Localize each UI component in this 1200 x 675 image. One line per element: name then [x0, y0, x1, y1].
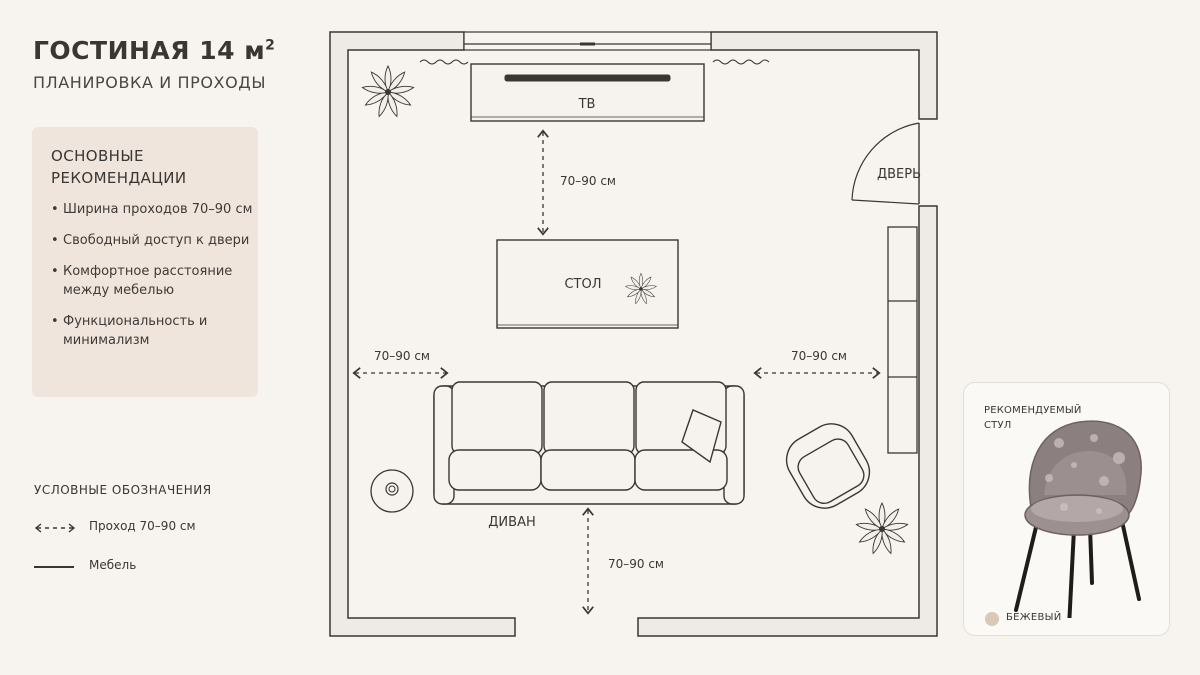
legend-title: УСЛОВНЫЕ ОБОЗНАЧЕНИЯ: [34, 483, 212, 497]
table-label: СТОЛ: [564, 277, 601, 292]
dim-label-tv-table: 70–90 см: [560, 174, 616, 188]
window: [419, 31, 770, 65]
color-name-label: БЕЖЕВЫЙ: [1006, 612, 1062, 623]
page-subtitle: ПЛАНИРОВКА И ПРОХОДЫ: [33, 73, 267, 92]
solid-line-icon: [34, 566, 74, 568]
dim-label-left: 70–90 см: [374, 349, 430, 363]
armchair: [785, 423, 871, 509]
recommendation-item: Комфортное расстояние между мебелью: [51, 262, 258, 300]
walls: [329, 31, 938, 637]
title-superscript: 2: [265, 37, 276, 54]
door: [851, 122, 920, 205]
tv-label: ТВ: [578, 97, 596, 112]
recommendation-item: Ширина проходов 70–90 см: [51, 200, 258, 219]
dimension-arrows: [352, 129, 881, 615]
recommendations-list: Ширина проходов 70–90 см Свободный досту…: [51, 200, 252, 350]
sofa: [433, 381, 745, 505]
recommended-chair-card: РЕКОМЕНДУЕМЫЙ СТУЛ БЕЖЕВЫЙ: [963, 382, 1170, 636]
legend-label: Мебель: [89, 558, 137, 572]
dim-label-right: 70–90 см: [791, 349, 847, 363]
wall-top-left: [329, 31, 516, 637]
recommendation-item: Функциональность и минимализм: [51, 312, 258, 350]
legend-label: Проход 70–90 см: [89, 519, 196, 533]
sofa-label: ДИВАН: [488, 515, 535, 530]
plant-icon: [361, 65, 415, 118]
recommendations-title: ОСНОВНЫЕ РЕКОМЕНДАЦИИ: [51, 147, 187, 187]
dim-label-bottom: 70–90 см: [608, 557, 664, 571]
color-swatch: [985, 612, 999, 626]
chair-card-label: РЕКОМЕНДУЕМЫЙ СТУЛ: [984, 405, 1082, 431]
shelving-unit: [887, 226, 918, 454]
chair-illustration: [1014, 420, 1142, 618]
plant-icon: [855, 502, 909, 555]
side-table: [370, 469, 414, 513]
title-text: ГОСТИНАЯ 14 м: [33, 36, 266, 65]
page-title: ГОСТИНАЯ 14 м2: [33, 36, 275, 65]
wall-right-lower: [637, 205, 938, 637]
dashed-arrow-icon: [34, 523, 76, 533]
wall-top-right: [710, 31, 938, 120]
tv-unit: [470, 63, 705, 122]
door-label: ДВЕРЬ: [877, 167, 921, 182]
recommendation-item: Свободный доступ к двери: [51, 231, 258, 250]
recommendations-card: ОСНОВНЫЕ РЕКОМЕНДАЦИИ Ширина проходов 70…: [32, 127, 258, 397]
